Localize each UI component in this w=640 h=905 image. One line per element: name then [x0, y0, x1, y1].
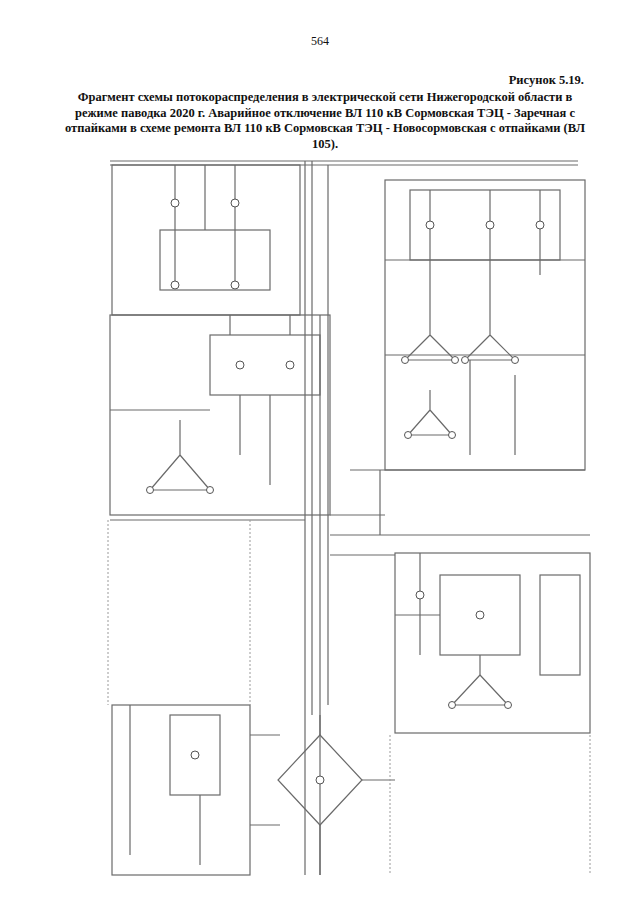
- page-number: 564: [0, 34, 640, 49]
- figure-number: Рисунок 5.19.: [509, 73, 584, 88]
- figure-title: Фрагмент схемы потокораспределения в эле…: [62, 90, 588, 153]
